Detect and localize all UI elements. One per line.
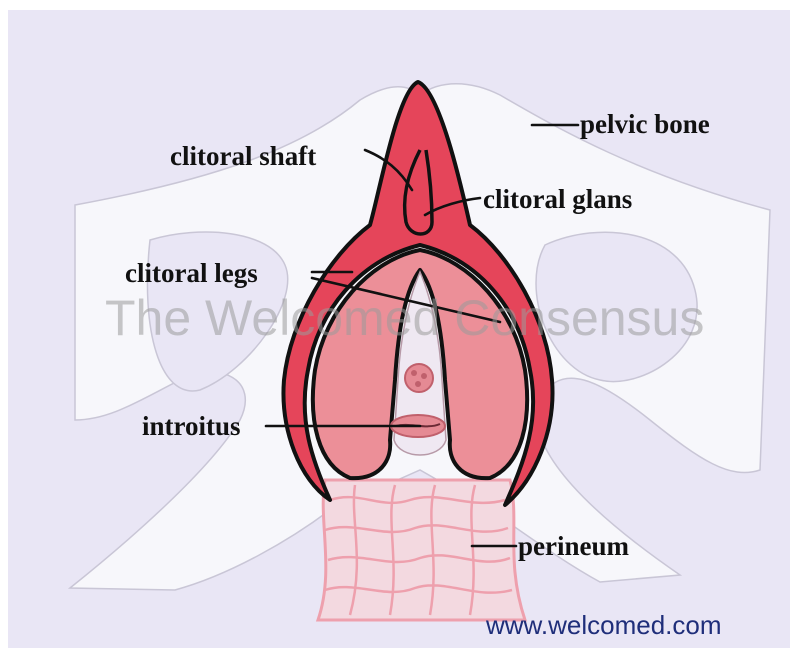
watermark-text: The Welcomed Consensus (105, 290, 704, 346)
label-clitoral-shaft: clitoral shaft (170, 141, 316, 171)
urethra-detail (411, 370, 417, 376)
label-introitus: introitus (142, 411, 241, 441)
label-clitoral-glans: clitoral glans (483, 184, 632, 214)
urethra-detail (421, 373, 427, 379)
label-perineum: perineum (518, 531, 630, 561)
website-url: www.welcomed.com (485, 610, 722, 640)
perineum-illustration (318, 480, 525, 620)
label-pelvic-bone: pelvic bone (580, 109, 710, 139)
label-clitoral-legs: clitoral legs (125, 258, 258, 288)
urethra-detail (415, 381, 421, 387)
urethral-opening (405, 364, 433, 392)
